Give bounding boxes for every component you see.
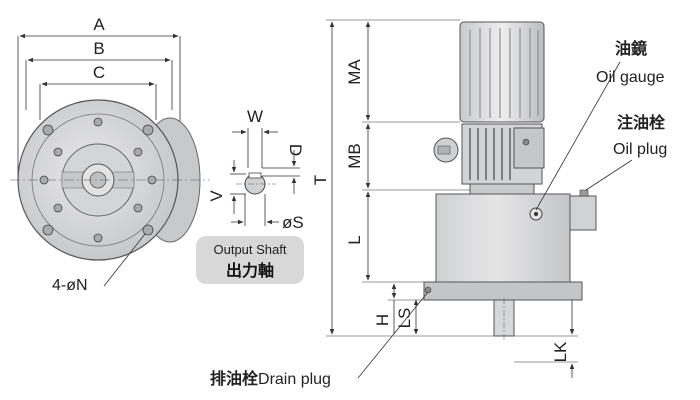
callouts: 油鏡 Oil gauge 注油栓 Oil plug 排油栓Drain plug: [210, 39, 667, 388]
gearbox-body: [435, 193, 571, 283]
oil-gauge-leader: [535, 61, 621, 211]
output-shaft-view: W D V øS Output Shaft 出力軸: [196, 107, 305, 284]
dim-s-label: øS: [282, 213, 304, 232]
dimension-c: C: [39, 63, 157, 120]
bolt-holes: [39, 117, 157, 243]
drain-plug-leader: [357, 291, 429, 379]
dim-ma-label: MA: [345, 59, 364, 85]
dim-c-label: C: [93, 63, 105, 82]
drain-plug-label-zh: 排油栓: [210, 369, 259, 388]
dim-v-label: V: [207, 190, 226, 202]
dim-ls-label: LS: [395, 308, 414, 329]
oil-plug-leader: [585, 159, 633, 191]
front-view: A B C: [10, 15, 210, 294]
dim-mb-label: MB: [345, 143, 364, 169]
dimension-b: B: [25, 39, 173, 110]
oil-plug-label-zh: 注油栓: [617, 113, 666, 132]
dim-a-label: A: [93, 15, 105, 34]
output-shaft-caption-zh: 出力軸: [226, 261, 274, 280]
dim-w-label: W: [247, 107, 263, 126]
terminal-box: [513, 127, 545, 169]
drain-plug: [424, 286, 432, 294]
drain-plug-label-en: Drain plug: [258, 371, 331, 388]
dim-lk-label: LK: [551, 341, 570, 362]
oil-plug-label-en: Oil plug: [613, 141, 667, 158]
motor-housing: [459, 21, 545, 123]
oil-gauge-label-en: Oil gauge: [596, 69, 665, 86]
base-flange: [423, 281, 583, 301]
dim-h-label: H: [373, 314, 392, 326]
dim-t-label: T: [311, 175, 330, 185]
holes-label: 4-øN: [52, 277, 88, 294]
output-shaft-caption-en: Output Shaft: [214, 242, 287, 257]
drain-plug-label: 排油栓Drain plug: [210, 369, 331, 388]
dim-d-label: D: [286, 144, 305, 156]
oil-gauge-label-zh: 油鏡: [615, 39, 647, 58]
side-view: T MA MB L H LS LK: [311, 19, 633, 379]
output-shaft-caption-box: [196, 236, 304, 284]
oil-plug-block: [569, 195, 597, 231]
dim-l-label: L: [345, 235, 364, 244]
dim-b-label: B: [93, 39, 104, 58]
